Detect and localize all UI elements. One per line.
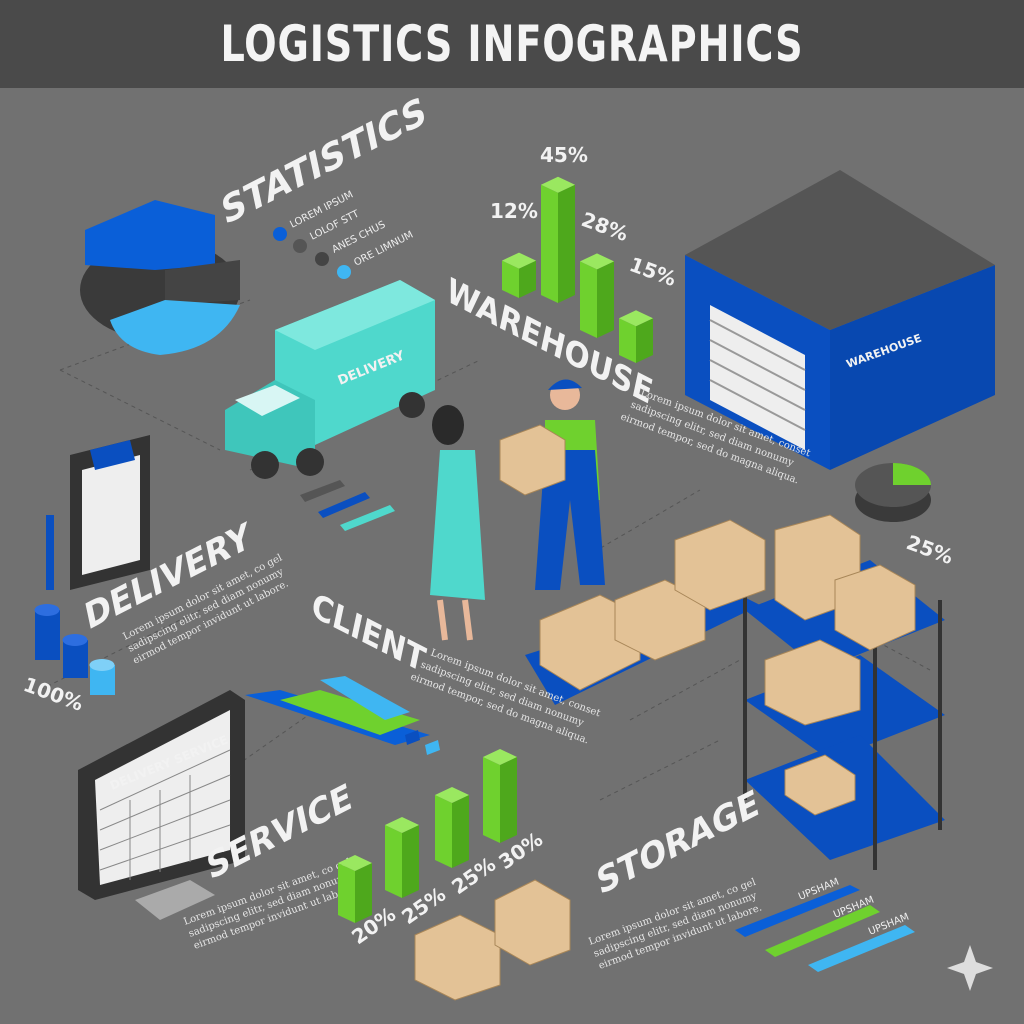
bar: [435, 787, 469, 868]
statistics-pie-chart: [80, 200, 240, 355]
svg-text:12%: 12%: [490, 199, 538, 223]
bar: [483, 749, 517, 843]
cardboard-boxes: [414, 514, 916, 1001]
bar: [338, 855, 372, 923]
delivery-cylinders: [34, 604, 115, 695]
delivery-truck: DELIVERY: [225, 280, 435, 479]
sparkle-icon: [947, 945, 993, 991]
svg-text:45%: 45%: [540, 143, 588, 167]
bar: [502, 252, 536, 298]
monitor: DELIVERY SERVICE: [78, 690, 245, 920]
delivery-percent: 100%: [20, 672, 86, 716]
top-bar-chart: [502, 176, 653, 363]
bar: [385, 817, 419, 898]
bar: [619, 310, 653, 363]
storage-bars: UPSHAM UPSHAM UPSHAM: [735, 877, 915, 972]
statistics-legend: LOREM IPSUM LOLOF STT ANES CHUS ORE LIMN…: [273, 189, 415, 279]
warehouse-percent: 25%: [903, 530, 956, 569]
client-bar-chart: [245, 676, 440, 755]
legend-dot: [273, 227, 287, 241]
bar: [541, 176, 575, 303]
svg-text:sadipscing elitr, sed diam non: sadipscing elitr, sed diam nonumy: [592, 890, 758, 960]
page-title: LOGISTICS INFOGRAPHICS: [220, 15, 804, 73]
warehouse-pie: [855, 463, 931, 522]
legend-dot: [337, 265, 351, 279]
legend-dot: [293, 239, 307, 253]
truck-bars: [300, 480, 395, 531]
svg-text:28%: 28%: [578, 207, 631, 246]
client-heading: CLIENT: [308, 585, 429, 680]
bar: [580, 253, 614, 338]
client-and-courier: [430, 379, 605, 641]
title-bar: LOGISTICS INFOGRAPHICS: [0, 0, 1024, 88]
svg-text:15%: 15%: [626, 252, 679, 291]
legend-dot: [315, 252, 329, 266]
warehouse-building: WAREHOUSE: [685, 170, 995, 470]
bottom-bar-chart: [338, 749, 517, 923]
clipboard: [46, 435, 150, 590]
